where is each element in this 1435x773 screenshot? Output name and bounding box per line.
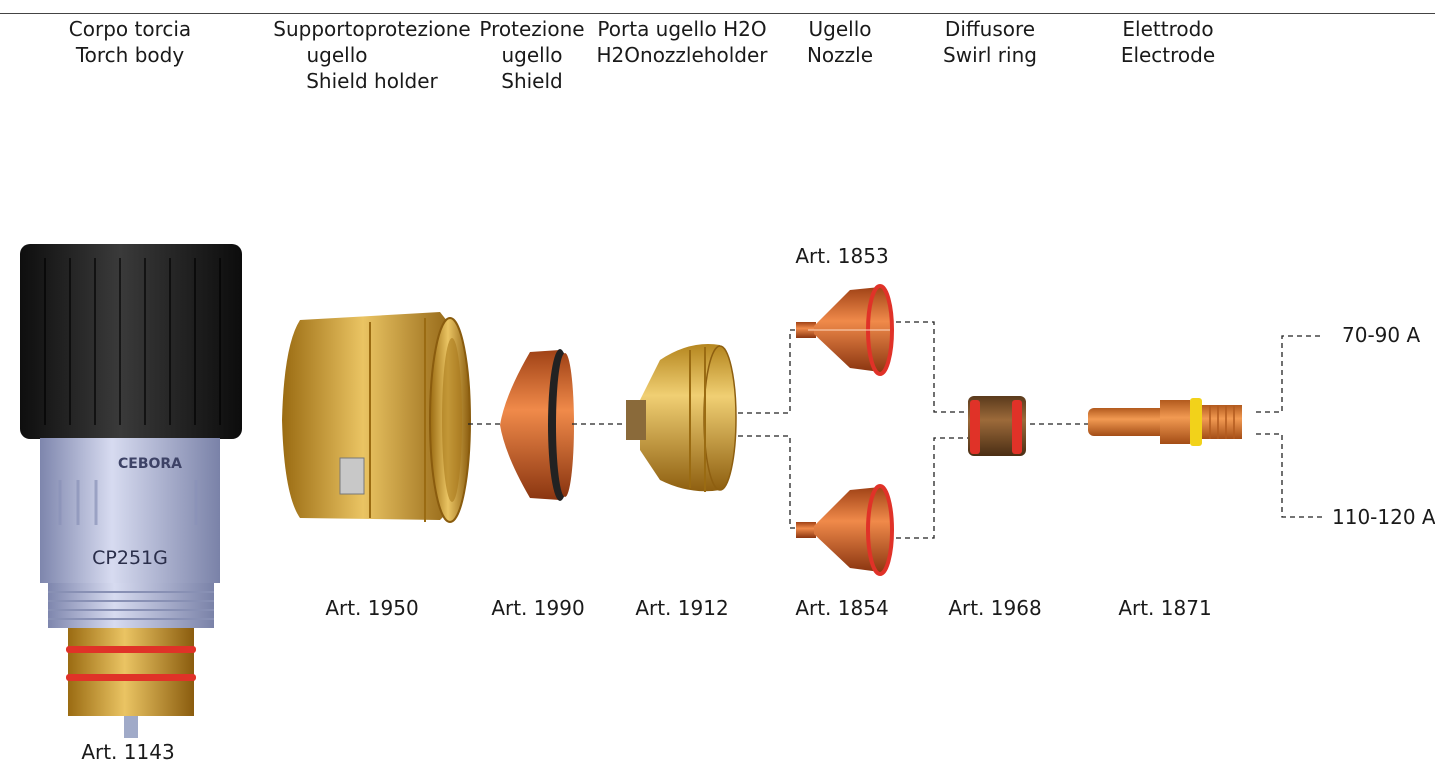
current-label-low: 110-120 A — [1332, 505, 1435, 529]
current-label-high: 70-90 A — [1342, 323, 1421, 347]
part-number-electrode: Art. 1871 — [1118, 596, 1212, 620]
electrode-image — [1088, 398, 1242, 446]
part-number-swirl-ring: Art. 1968 — [948, 596, 1042, 620]
shield-holder-image — [282, 312, 471, 523]
nozzle-bottom-image — [796, 484, 894, 576]
part-number-torch: Art. 1143 — [81, 740, 175, 764]
swirl-ring-image — [968, 396, 1026, 456]
part-number-nozzle-bottom: Art. 1854 — [795, 596, 889, 620]
header-shield-holder: Supportoprotezione ugello Shield holder — [273, 17, 471, 93]
shield-image — [500, 349, 574, 501]
connector-lines — [468, 321, 1322, 539]
nozzle-top-image — [796, 284, 894, 376]
part-number-nozzle-top: Art. 1853 — [795, 244, 889, 268]
torch-model: CP251G — [92, 547, 168, 569]
nozzle-holder-image — [626, 344, 737, 492]
part-number-nozzle-holder: Art. 1912 — [635, 596, 729, 620]
torch-brand: CEBORA — [118, 456, 182, 472]
top-rule — [0, 13, 1435, 14]
part-number-shield-holder: Art. 1950 — [325, 596, 419, 620]
part-number-shield: Art. 1990 — [491, 596, 585, 620]
torch-body-image: CEBORA CP251G — [20, 244, 242, 738]
